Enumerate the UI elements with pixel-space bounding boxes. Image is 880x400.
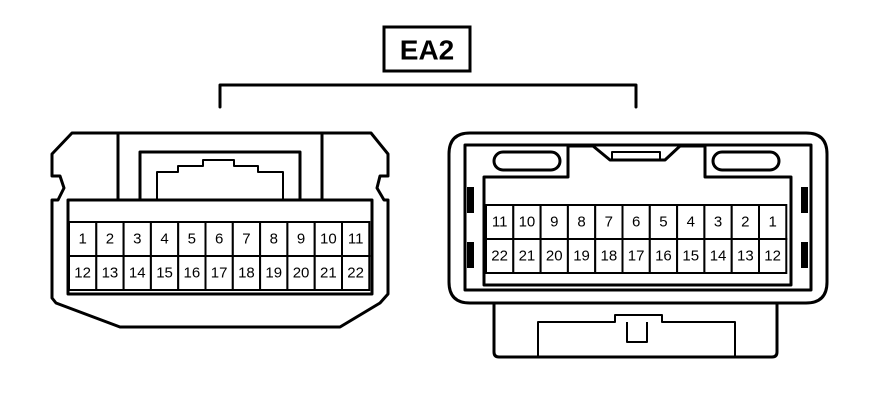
pin-cell bbox=[313, 255, 344, 291]
pin-number: 5 bbox=[659, 214, 667, 231]
pin-number: 15 bbox=[156, 265, 173, 282]
pin-cell bbox=[539, 204, 569, 240]
pin-number: 17 bbox=[628, 248, 645, 265]
pin-cell bbox=[95, 221, 125, 257]
left-latch-inner bbox=[156, 159, 284, 200]
pin-cell bbox=[149, 255, 180, 291]
pin-cell bbox=[512, 238, 542, 274]
pin-number: 1 bbox=[768, 214, 776, 231]
pin-number: 21 bbox=[320, 265, 337, 282]
pin-cell bbox=[621, 238, 651, 274]
pin-cell bbox=[122, 255, 152, 291]
pin-number: 2 bbox=[741, 214, 749, 231]
pin-number: 12 bbox=[74, 265, 91, 282]
left-latch-rails bbox=[116, 131, 324, 202]
pin-number: 7 bbox=[605, 214, 613, 231]
pin-number: 17 bbox=[211, 265, 228, 282]
connector-label-group: EA2 bbox=[382, 25, 472, 73]
pin-number: 3 bbox=[133, 231, 141, 248]
pin-number: 18 bbox=[601, 248, 618, 265]
pin-number: 4 bbox=[687, 214, 695, 231]
pin-cell bbox=[703, 238, 733, 274]
right-lower-body bbox=[492, 301, 779, 359]
pin-cell bbox=[177, 255, 207, 291]
right-slot-left bbox=[492, 150, 562, 172]
pin-number: 4 bbox=[160, 231, 168, 248]
left-latch-outer bbox=[138, 150, 302, 202]
right-side-key-4 bbox=[801, 242, 808, 268]
pin-cell bbox=[286, 221, 316, 257]
pin-cell bbox=[758, 238, 788, 274]
pin-number: 21 bbox=[519, 248, 536, 265]
pin-number: 19 bbox=[265, 265, 282, 282]
pin-cell bbox=[231, 221, 262, 257]
pin-cell bbox=[68, 221, 98, 257]
pin-cell bbox=[648, 238, 679, 274]
pin-number: 20 bbox=[293, 265, 310, 282]
pin-number: 5 bbox=[188, 231, 196, 248]
pin-number: 16 bbox=[655, 248, 672, 265]
pin-number: 22 bbox=[347, 265, 364, 282]
pin-cell bbox=[730, 238, 761, 274]
pin-number: 11 bbox=[492, 214, 508, 231]
right-side-key-1 bbox=[467, 187, 474, 213]
right-lower-tab bbox=[537, 314, 736, 357]
pin-cell bbox=[676, 238, 706, 274]
pin-number: 1 bbox=[78, 231, 86, 248]
pin-number: 12 bbox=[764, 248, 781, 265]
label-box bbox=[382, 25, 472, 73]
pin-cell bbox=[539, 238, 569, 274]
pin-cell bbox=[485, 238, 515, 274]
pin-number: 14 bbox=[710, 248, 727, 265]
pin-number: 16 bbox=[184, 265, 201, 282]
right-center-notch bbox=[611, 151, 661, 161]
pin-cell bbox=[566, 204, 597, 240]
pin-number: 13 bbox=[737, 248, 754, 265]
pin-number: 8 bbox=[577, 214, 585, 231]
left-housing bbox=[50, 131, 390, 329]
right-side-key-2 bbox=[467, 242, 474, 268]
pin-cell bbox=[95, 255, 125, 291]
pin-number: 11 bbox=[348, 231, 364, 248]
pin-number: 9 bbox=[550, 214, 558, 231]
right-lower-key bbox=[626, 322, 648, 343]
pin-cell bbox=[341, 221, 371, 257]
bracket-line bbox=[218, 83, 638, 109]
pin-cell bbox=[231, 255, 262, 291]
pin-cell bbox=[68, 255, 98, 291]
pin-number: 9 bbox=[297, 231, 305, 248]
pin-number: 6 bbox=[215, 231, 223, 248]
pin-number: 6 bbox=[632, 214, 640, 231]
pin-cell bbox=[341, 255, 371, 291]
pin-cell bbox=[286, 255, 316, 291]
pin-number: 20 bbox=[546, 248, 563, 265]
right-housing bbox=[447, 131, 829, 305]
pin-number: 10 bbox=[320, 231, 337, 248]
pin-number: 19 bbox=[573, 248, 590, 265]
pin-cell bbox=[566, 238, 597, 274]
pin-cell bbox=[204, 255, 234, 291]
pin-number: 7 bbox=[242, 231, 250, 248]
connector-label: EA2 bbox=[400, 35, 454, 66]
right-side-key-3 bbox=[801, 187, 808, 213]
right-face bbox=[482, 144, 793, 287]
pin-number: 8 bbox=[270, 231, 278, 248]
pin-number: 18 bbox=[238, 265, 255, 282]
pin-number: 22 bbox=[491, 248, 508, 265]
right-slot-right bbox=[711, 150, 781, 172]
pin-number: 10 bbox=[519, 214, 536, 231]
pin-number: 13 bbox=[102, 265, 119, 282]
pin-number: 3 bbox=[714, 214, 722, 231]
pin-number: 2 bbox=[106, 231, 114, 248]
pin-number: 14 bbox=[129, 265, 146, 282]
left-face bbox=[66, 198, 374, 296]
pin-number: 15 bbox=[682, 248, 699, 265]
pin-cell bbox=[758, 204, 788, 240]
